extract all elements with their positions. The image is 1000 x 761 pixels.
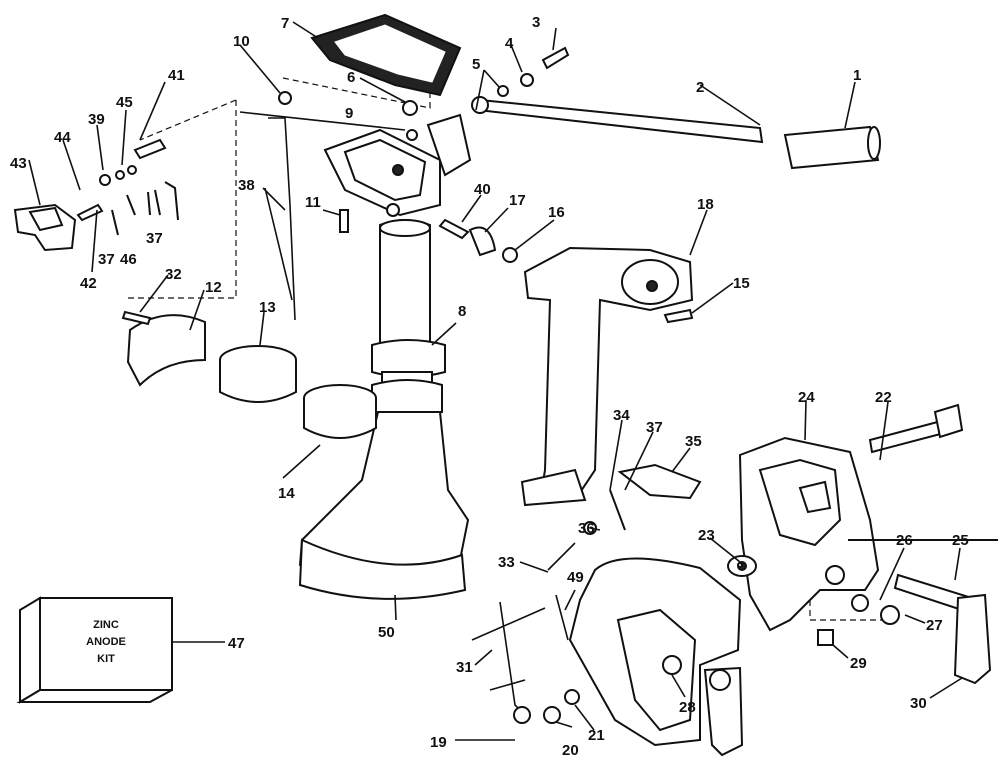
adapter-plate xyxy=(323,113,472,217)
part-labels: 1 2 3 4 5 6 7 8 9 10 11 12 13 14 15 16 1… xyxy=(10,14,969,759)
part-label-30: 30 xyxy=(910,695,927,712)
part-label-40: 40 xyxy=(474,181,491,198)
kit-text-line3: KIT xyxy=(97,653,115,665)
exhaust-housing xyxy=(298,219,470,600)
part-label-44: 44 xyxy=(54,129,71,146)
stern-bracket xyxy=(738,436,880,632)
part-label-47: 47 xyxy=(228,635,245,652)
part-label-36: 36 xyxy=(578,520,595,537)
kit-text-line1: ZINC xyxy=(93,619,119,631)
part-label-10: 10 xyxy=(233,33,250,50)
part-label-46: 46 xyxy=(120,251,137,268)
part-label-28: 28 xyxy=(679,699,696,716)
part-label-50: 50 xyxy=(378,624,395,641)
part-label-8: 8 xyxy=(458,303,466,320)
part-label-15: 15 xyxy=(733,275,750,292)
part-label-18: 18 xyxy=(697,196,714,213)
part-label-12: 12 xyxy=(205,279,222,296)
part-label-25: 25 xyxy=(952,532,969,549)
clamp-screws xyxy=(703,573,992,757)
part-label-27: 27 xyxy=(926,617,943,634)
part-label-5: 5 xyxy=(472,56,480,73)
part-label-33: 33 xyxy=(498,554,515,571)
part-label-35: 35 xyxy=(685,433,702,450)
part-label-37-left: 37 xyxy=(98,251,115,268)
leader-lines xyxy=(28,21,963,741)
part-label-24: 24 xyxy=(798,389,815,406)
part-label-45: 45 xyxy=(116,94,133,111)
part-label-41: 41 xyxy=(168,67,185,84)
part-label-43: 43 xyxy=(10,155,27,172)
part-label-1: 1 xyxy=(853,67,861,84)
part-label-2: 2 xyxy=(696,79,704,96)
part-label-11: 11 xyxy=(305,194,321,211)
part-label-38: 38 xyxy=(238,177,255,194)
part-label-29: 29 xyxy=(850,655,867,672)
gasket xyxy=(310,13,462,97)
part-label-37-swivel: 37 xyxy=(646,419,663,436)
part-label-26: 26 xyxy=(896,532,913,549)
part-label-39: 39 xyxy=(88,111,105,128)
part-label-32: 32 xyxy=(165,266,182,283)
part-label-3: 3 xyxy=(532,14,540,31)
hardware xyxy=(76,46,998,724)
clamp-bracket xyxy=(568,555,757,747)
part-label-19: 19 xyxy=(430,734,447,751)
kit-text-line2: ANODE xyxy=(86,636,126,648)
bracket-43 xyxy=(13,203,77,252)
part-label-23: 23 xyxy=(698,527,715,544)
part-label-49: 49 xyxy=(567,569,584,586)
part-label-21: 21 xyxy=(588,727,605,744)
part-label-37-right: 37 xyxy=(146,230,163,247)
swivel-bracket xyxy=(520,246,694,507)
part-label-16: 16 xyxy=(548,204,565,221)
zinc-anode-kit-box: ZINC ANODE KIT xyxy=(16,596,173,704)
bearings xyxy=(126,314,377,439)
part-label-13: 13 xyxy=(259,299,276,316)
part-label-17: 17 xyxy=(509,192,526,209)
rods xyxy=(268,117,576,716)
part-label-6: 6 xyxy=(347,69,355,86)
tiller-handle xyxy=(471,96,881,170)
part-label-22: 22 xyxy=(875,389,892,406)
part-label-20: 20 xyxy=(562,742,579,759)
part-label-42: 42 xyxy=(80,275,97,292)
part-label-9: 9 xyxy=(345,105,353,122)
part-label-7: 7 xyxy=(281,15,289,32)
part-label-34: 34 xyxy=(613,407,630,424)
part-label-14: 14 xyxy=(278,485,295,502)
part-label-31: 31 xyxy=(456,659,473,676)
part-label-4: 4 xyxy=(505,35,514,52)
